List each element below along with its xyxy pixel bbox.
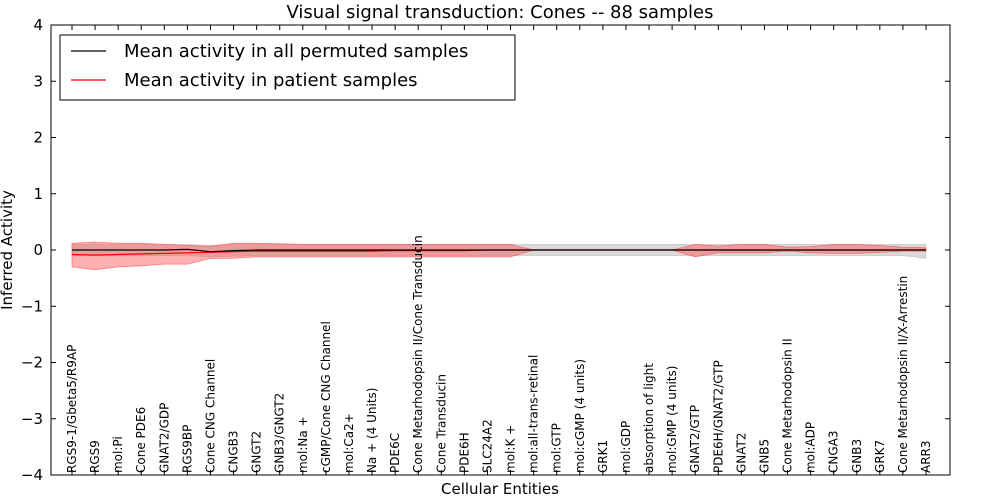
confidence-band-series-1	[71, 241, 927, 271]
x-tick-label: absorption of light	[642, 363, 656, 473]
y-tick-label: −2	[21, 354, 43, 372]
x-tick-label: Cone CNG Channel	[204, 359, 218, 473]
series-line-0	[72, 248, 926, 253]
x-tick-label: Na + (4 Units)	[365, 388, 379, 474]
x-tick-label: mol:Na +	[296, 416, 310, 473]
x-tick-label: Cone Transducin	[434, 374, 448, 473]
x-tick-label: Cone Metarhodopsin II/X-Arrestin	[896, 276, 910, 473]
x-tick-label: GRK7	[873, 440, 887, 473]
y-tick-label: 1	[33, 185, 43, 203]
x-tick-label: mol:ADP	[804, 422, 818, 473]
x-tick-label: Cone Metarhodopsin II	[781, 338, 795, 473]
y-tick-label: 4	[33, 16, 43, 34]
x-tick-label: GNAT2/GDP	[157, 403, 171, 473]
y-tick-label: −1	[21, 297, 43, 315]
y-axis-label: Inferred Activity	[0, 190, 16, 310]
x-tick-label: GNAT2/GTP	[688, 405, 702, 473]
x-tick-label: RGS9	[88, 440, 102, 473]
x-tick-label: PDE6H	[457, 432, 471, 473]
series-lines	[71, 248, 926, 256]
x-tick-label: mol:cGMP (4 units)	[573, 359, 587, 473]
x-axis-label: Cellular Entities	[441, 480, 559, 498]
x-tick-label: mol:K +	[504, 425, 518, 473]
y-tick-label: 0	[33, 241, 43, 259]
x-tick-label: PDE6C	[388, 433, 402, 473]
x-tick-label: ARR3	[919, 440, 933, 473]
y-axis-ticks: −4 −3 −2 −1 0 1 2 3 4	[21, 16, 950, 484]
x-axis-ticks: RGS9-1/Gbeta5/R9AP RGS9 mol:Pi Cone PDE6 GNA…	[65, 25, 933, 475]
y-tick-label: 2	[33, 129, 43, 147]
x-tick-label: GNGT2	[250, 431, 264, 473]
x-tick-label: mol:all-trans-retinal	[527, 355, 541, 473]
x-tick-label: mol:Ca2+	[342, 413, 356, 473]
legend-box	[59, 34, 516, 101]
x-tick-label: Cone Metarhodopsin II/Cone Transducin	[411, 235, 425, 473]
y-tick-label: −3	[21, 410, 43, 428]
y-tick-label: −4	[21, 466, 43, 484]
x-tick-label: PDE6H/GNAT2/GTP	[711, 360, 725, 473]
x-tick-label: GNB3/GNGT2	[273, 393, 287, 473]
x-tick-label: Cone PDE6	[134, 407, 148, 473]
x-tick-label: GNB5	[757, 439, 771, 473]
x-tick-label: RGS9BP	[180, 425, 194, 473]
x-tick-label: mol:GDP	[619, 421, 633, 473]
x-tick-label: mol:GMP (4 units)	[665, 366, 679, 473]
y-tick-label: 3	[33, 72, 43, 90]
x-tick-label: SLC24A2	[481, 419, 495, 473]
x-tick-label: mol:GTP	[550, 423, 564, 473]
x-tick-label: GNB3	[850, 439, 864, 473]
x-tick-label: GRK1	[596, 440, 610, 473]
x-tick-label: RGS9-1/Gbeta5/R9AP	[65, 345, 79, 473]
confidence-bands	[71, 241, 927, 271]
legend-label-patient: Mean activity in patient samples	[124, 70, 418, 91]
legend-label-permuted: Mean activity in all permuted samples	[124, 41, 468, 62]
chart-title: Visual signal transduction: Cones -- 88 …	[286, 2, 713, 23]
x-tick-label: GNAT2	[734, 433, 748, 474]
x-tick-label: CNGA3	[827, 431, 841, 474]
x-tick-label: mol:Pi	[111, 436, 125, 473]
legend: Mean activity in all permuted samples Me…	[59, 34, 516, 101]
x-tick-label: cGMP/Cone CNG Channel	[319, 321, 333, 473]
x-tick-label: CNGB3	[227, 431, 241, 474]
